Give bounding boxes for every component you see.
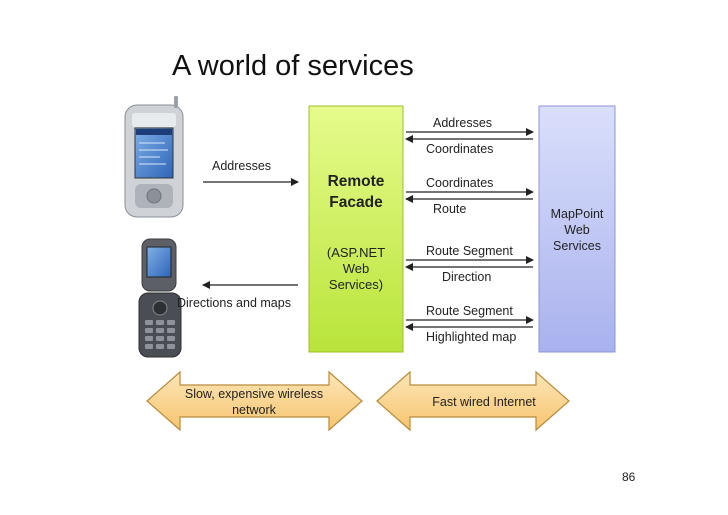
facade-title-line1: Remote — [328, 173, 385, 190]
wireless-network-arrow: Slow, expensive wireless network — [146, 370, 363, 432]
left-addresses-label: Addresses — [212, 159, 271, 173]
msg-route-segment-2: Route Segment — [426, 304, 513, 318]
facade-sub-line3: Services) — [329, 277, 383, 292]
pda-image — [124, 96, 184, 218]
msg-addresses: Addresses — [433, 116, 492, 130]
left-message-directions: Directions and maps — [177, 281, 298, 310]
msg-direction: Direction — [442, 270, 491, 284]
left-directions-label: Directions and maps — [177, 296, 291, 310]
facade-title-line2: Facade — [329, 194, 383, 211]
wired-internet-arrow: Fast wired Internet — [376, 370, 570, 432]
right-messages: Addresses Coordinates Coordinates Route … — [405, 116, 534, 344]
msg-route-segment-1: Route Segment — [426, 244, 513, 258]
remote-facade-box: Remote Facade (ASP.NET Web Services) — [308, 105, 404, 353]
page-number: 86 — [622, 470, 636, 484]
msg-highlighted-map: Highlighted map — [426, 330, 516, 344]
facade-sub-line1: (ASP.NET — [327, 245, 385, 260]
mappoint-line1: MapPoint — [551, 207, 604, 221]
mappoint-box: MapPoint Web Services — [538, 105, 616, 353]
wireless-label-line2: network — [232, 403, 277, 417]
wireless-label-line1: Slow, expensive wireless — [185, 387, 323, 401]
msg-coordinates-1: Coordinates — [426, 142, 493, 156]
page-title: A world of services — [172, 50, 414, 82]
left-message-addresses: Addresses — [203, 159, 299, 186]
mappoint-line3: Services — [553, 239, 601, 253]
mappoint-line2: Web — [564, 223, 590, 237]
wired-label: Fast wired Internet — [432, 395, 536, 409]
msg-coordinates-2: Coordinates — [426, 176, 493, 190]
flip-phone-image — [138, 238, 182, 358]
msg-route: Route — [433, 202, 466, 216]
facade-sub-line2: Web — [343, 261, 370, 276]
